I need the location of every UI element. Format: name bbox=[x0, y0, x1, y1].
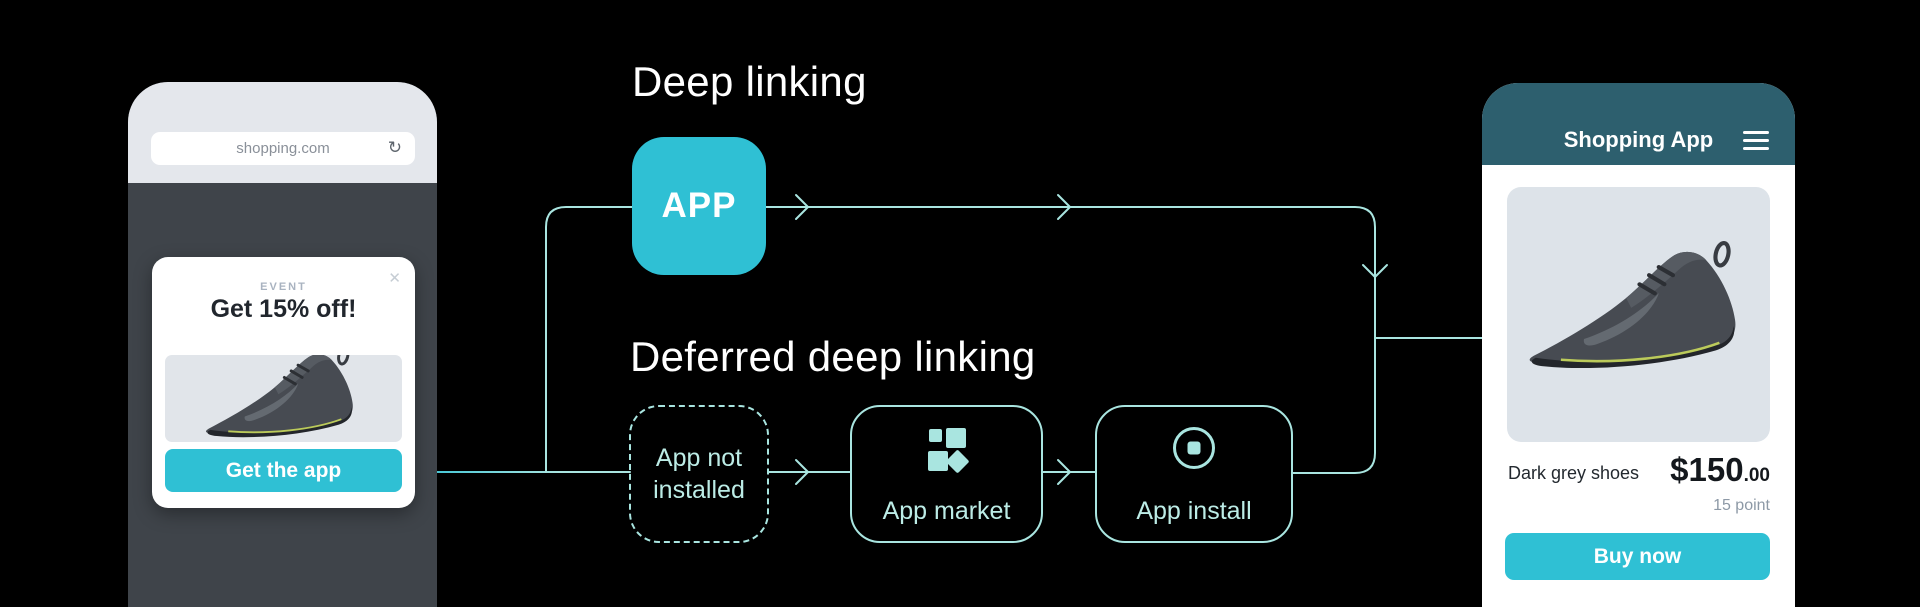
app-install-node: App install bbox=[1095, 405, 1293, 543]
product-image-card bbox=[1507, 187, 1770, 442]
refresh-icon[interactable]: ↻ bbox=[387, 138, 402, 157]
arrowhead-icon bbox=[795, 459, 809, 485]
arrowhead-icon bbox=[1057, 459, 1071, 485]
product-price: $150.00 bbox=[1670, 451, 1770, 489]
address-bar-url: shopping.com bbox=[236, 140, 330, 157]
app-install-icon bbox=[1173, 427, 1215, 469]
product-name: Dark grey shoes bbox=[1508, 463, 1640, 483]
app-node: APP bbox=[632, 137, 766, 275]
address-bar[interactable]: shopping.com ↻ bbox=[151, 132, 415, 165]
deep-linking-heading: Deep linking bbox=[632, 58, 867, 105]
promo-popup: ✕ EVENT Get 15% off! Get the app bbox=[152, 257, 415, 508]
deferred-deep-linking-heading: Deferred deep linking bbox=[630, 333, 1036, 380]
app-not-installed-node: App not installed bbox=[629, 405, 769, 543]
close-icon[interactable]: ✕ bbox=[388, 270, 401, 287]
shopping-app-phone-mockup: Shopping App Dark grey shoes $150.00 15 … bbox=[1482, 83, 1795, 607]
price-main: $150 bbox=[1670, 451, 1744, 488]
app-not-installed-label: App not installed bbox=[653, 443, 745, 505]
price-fraction: .00 bbox=[1743, 465, 1770, 486]
app-node-label: APP bbox=[661, 186, 737, 225]
arrowhead-icon bbox=[1057, 194, 1071, 220]
arrowhead-down-icon bbox=[1362, 264, 1388, 278]
app-header: Shopping App bbox=[1482, 83, 1795, 165]
shoe-image bbox=[195, 355, 373, 442]
menu-icon[interactable] bbox=[1743, 131, 1769, 150]
browser-toolbar: shopping.com ↻ bbox=[128, 82, 437, 183]
connector-split-to-app bbox=[545, 206, 633, 473]
arrowhead-icon bbox=[795, 194, 809, 220]
loyalty-points: 15 point bbox=[1713, 497, 1770, 514]
product-info-row: Dark grey shoes $150.00 bbox=[1508, 451, 1770, 489]
app-market-label: App market bbox=[882, 496, 1011, 525]
app-market-node: App market bbox=[850, 405, 1043, 543]
app-install-label: App install bbox=[1136, 496, 1252, 525]
app-market-icon bbox=[927, 428, 970, 474]
promo-product-image bbox=[165, 355, 402, 442]
app-header-title: Shopping App bbox=[1563, 127, 1714, 152]
promo-title: Get 15% off! bbox=[210, 295, 357, 323]
get-the-app-button[interactable]: Get the app bbox=[165, 449, 402, 492]
browser-phone-mockup: shopping.com ↻ ✕ EVENT Get 15% off! Get … bbox=[128, 82, 437, 607]
shoe-image bbox=[1514, 237, 1763, 392]
promo-eyebrow: EVENT bbox=[260, 281, 307, 293]
buy-now-button[interactable]: Buy now bbox=[1505, 533, 1770, 580]
